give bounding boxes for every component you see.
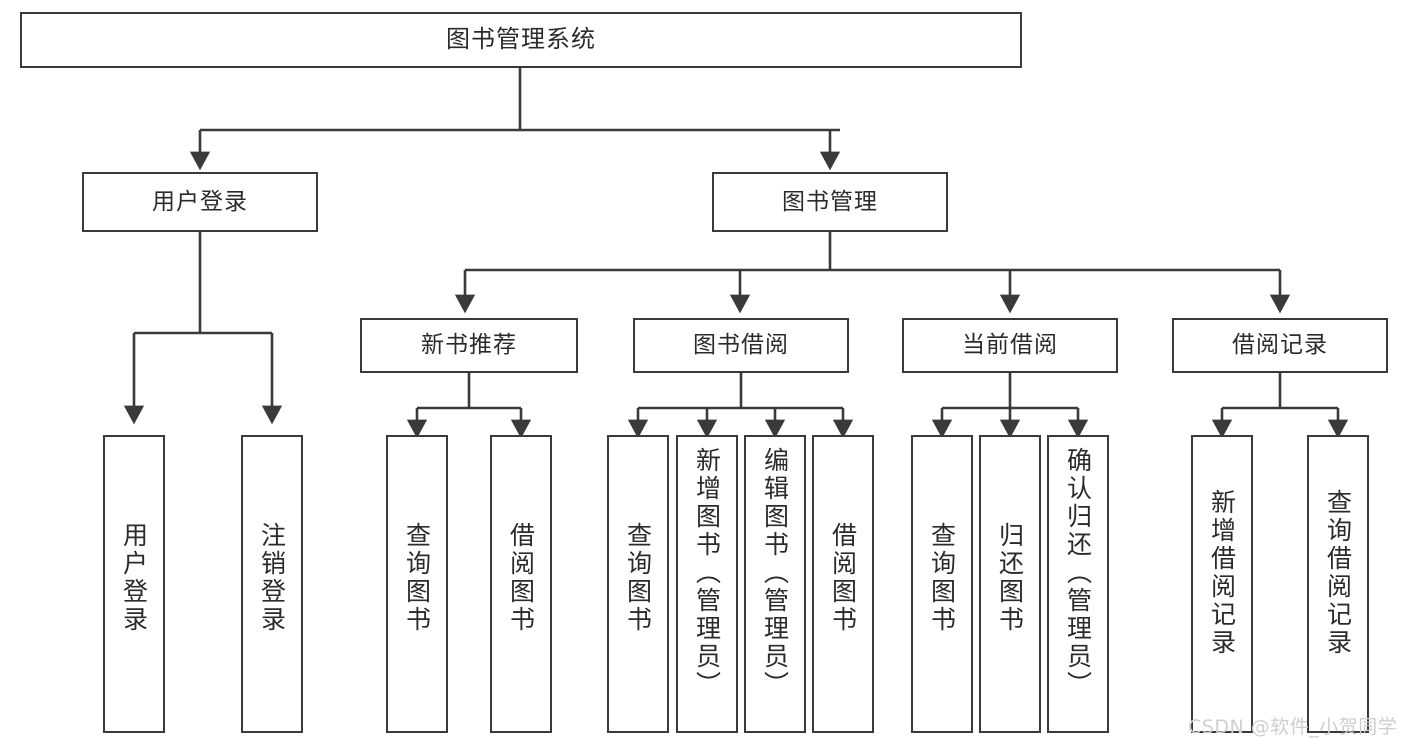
leaf-query-book-2[interactable]: 查询图书 <box>607 435 669 733</box>
leaf-query-book-1-label: 查询图书 <box>402 522 432 634</box>
node-current-borrow-label: 当前借阅 <box>962 332 1058 359</box>
leaf-return-book-label: 归还图书 <box>995 522 1025 634</box>
leaf-edit-book[interactable]: 编辑图书（管理员） <box>744 435 806 733</box>
leaf-borrow-book-1-label: 借阅图书 <box>506 522 536 634</box>
node-current-borrow[interactable]: 当前借阅 <box>902 318 1118 373</box>
node-book-borrow-label: 图书借阅 <box>693 332 789 359</box>
leaf-query-book-1[interactable]: 查询图书 <box>386 435 448 733</box>
leaf-query-book-3-label: 查询图书 <box>927 522 957 634</box>
leaf-query-record[interactable]: 查询借阅记录 <box>1307 435 1369 733</box>
leaf-borrow-book-2-label: 借阅图书 <box>828 522 858 634</box>
leaf-query-book-2-label: 查询图书 <box>623 522 653 634</box>
node-borrow-record-label: 借阅记录 <box>1232 332 1328 359</box>
node-user-login[interactable]: 用户登录 <box>82 172 318 232</box>
node-root[interactable]: 图书管理系统 <box>20 12 1022 68</box>
leaf-confirm-return[interactable]: 确认归还（管理员） <box>1047 435 1109 733</box>
leaf-confirm-return-label: 确认归还（管理员） <box>1063 447 1093 699</box>
leaf-logout-label: 注销登录 <box>257 522 287 634</box>
node-new-book-rec[interactable]: 新书推荐 <box>360 318 578 373</box>
node-root-label: 图书管理系统 <box>446 25 596 54</box>
leaf-add-book[interactable]: 新增图书（管理员） <box>676 435 738 733</box>
leaf-borrow-book-1[interactable]: 借阅图书 <box>490 435 552 733</box>
node-book-manage[interactable]: 图书管理 <box>712 172 948 232</box>
leaf-add-book-label: 新增图书（管理员） <box>692 447 722 699</box>
node-borrow-record[interactable]: 借阅记录 <box>1172 318 1388 373</box>
leaf-query-book-3[interactable]: 查询图书 <box>911 435 973 733</box>
leaf-return-book[interactable]: 归还图书 <box>979 435 1041 733</box>
leaf-user-login[interactable]: 用户登录 <box>103 435 165 733</box>
leaf-add-record[interactable]: 新增借阅记录 <box>1191 435 1253 733</box>
leaf-add-record-label: 新增借阅记录 <box>1207 489 1237 657</box>
leaf-borrow-book-2[interactable]: 借阅图书 <box>812 435 874 733</box>
node-user-login-label: 用户登录 <box>152 188 248 215</box>
leaf-user-login-label: 用户登录 <box>119 522 149 634</box>
leaf-edit-book-label: 编辑图书（管理员） <box>760 447 790 699</box>
node-book-manage-label: 图书管理 <box>782 188 878 215</box>
csdn-watermark: CSDN @软件_小贺同学 <box>1188 716 1398 738</box>
node-new-book-rec-label: 新书推荐 <box>421 332 517 359</box>
leaf-logout[interactable]: 注销登录 <box>241 435 303 733</box>
leaf-query-record-label: 查询借阅记录 <box>1323 489 1353 657</box>
node-book-borrow[interactable]: 图书借阅 <box>633 318 849 373</box>
